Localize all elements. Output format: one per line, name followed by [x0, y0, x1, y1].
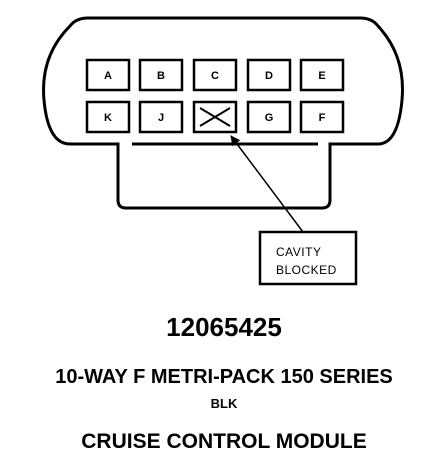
callout-leader-arrow [230, 135, 304, 233]
pin-cavity-grid: A B C D E K J G F [85, 58, 345, 134]
part-number: 12065425 [166, 312, 282, 342]
pin-cavity-f [299, 100, 345, 134]
callout-box [258, 230, 358, 286]
pin-cavity-b [138, 58, 184, 92]
pin-cavity-c [192, 58, 238, 92]
connector-color: BLK [210, 396, 238, 411]
connector-housing [42, 16, 404, 210]
pin-label-j: J [158, 112, 164, 124]
pin-label-f: F [319, 112, 326, 124]
pin-cavity-k [85, 100, 131, 134]
pin-label-e: E [318, 70, 325, 82]
component-name: CRUISE CONTROL MODULE [81, 430, 367, 453]
pin-cavity-a [85, 58, 131, 92]
pin-label-k: K [104, 112, 112, 124]
pin-label-g: G [265, 112, 274, 124]
pin-label-d: D [265, 70, 273, 82]
pin-cavity-e [299, 58, 345, 92]
pin-label-a: A [104, 70, 112, 82]
callout-line-2: BLOCKED [276, 263, 337, 277]
callout-line-1: CAVITY [276, 245, 321, 259]
pin-cavity-j [138, 100, 184, 134]
blocked-cavity-cross-2 [199, 107, 231, 127]
pin-cavity-d [246, 58, 292, 92]
pin-label-b: B [157, 70, 165, 82]
connector-type: 10-WAY F METRI-PACK 150 SERIES [55, 366, 393, 388]
pin-cavity-g [246, 100, 292, 134]
pin-label-c: C [211, 70, 219, 82]
